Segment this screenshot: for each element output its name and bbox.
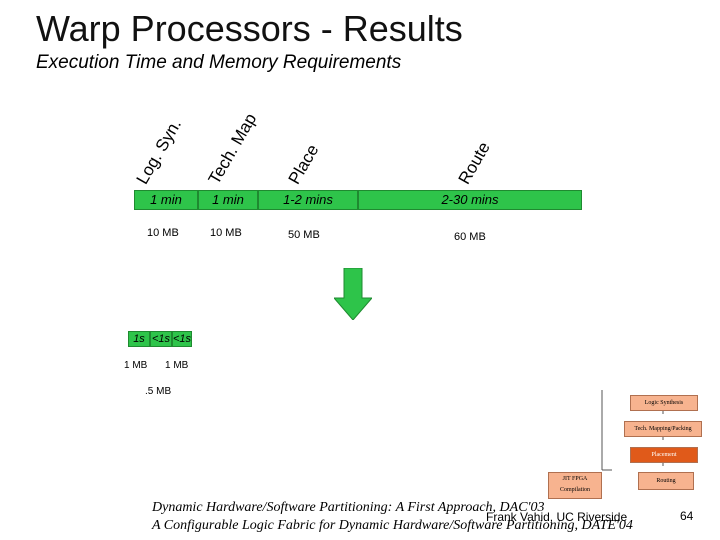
down-arrow-icon [334, 268, 372, 320]
warp-time-place: <1s [172, 331, 192, 347]
warp-time-log-syn: 1s [128, 331, 150, 347]
time-bar-tech-map: 1 min [198, 190, 258, 210]
footer-reference-dac: Dynamic Hardware/Software Partitioning: … [152, 500, 545, 515]
memory-tech-map: 10 MB [210, 227, 242, 239]
stage-label-route: Route [454, 138, 494, 188]
page-number: 64 [680, 509, 694, 523]
memory-log-syn: 10 MB [147, 227, 179, 239]
memory-route: 60 MB [454, 231, 486, 243]
warp-memory-place: .5 MB [145, 386, 172, 397]
flow-routing: Routing [638, 472, 694, 490]
slide-subtitle: Execution Time and Memory Requirements [36, 52, 402, 73]
flow-placement: Placement [630, 447, 698, 463]
memory-place: 50 MB [288, 229, 320, 241]
time-bar-route: 2-30 mins [358, 190, 582, 210]
flow-tech-mapping: Tech. Mapping/Packing [624, 421, 702, 437]
time-bar-place: 1-2 mins [258, 190, 358, 210]
time-bar-log-syn: 1 min [134, 190, 198, 210]
stage-label-place: Place [284, 141, 323, 188]
warp-time-tech-map: <1s [150, 331, 172, 347]
stage-label-tech-map: Tech. Map [204, 110, 261, 188]
warp-memory-tech-map: 1 MB [165, 360, 189, 371]
slide-title: Warp Processors - Results [36, 8, 463, 49]
flow-jit-fpga: JIT FPGA Compilation [548, 472, 602, 499]
flow-logic-synthesis: Logic Synthesis [630, 395, 698, 411]
warp-memory-log-syn: 1 MB [124, 360, 148, 371]
footer-author: Frank Vahid, UC Riverside [486, 510, 628, 524]
footer-reference-date: A Configurable Logic Fabric for Dynamic … [152, 518, 633, 533]
stage-label-log-syn: Log. Syn. [132, 115, 186, 188]
